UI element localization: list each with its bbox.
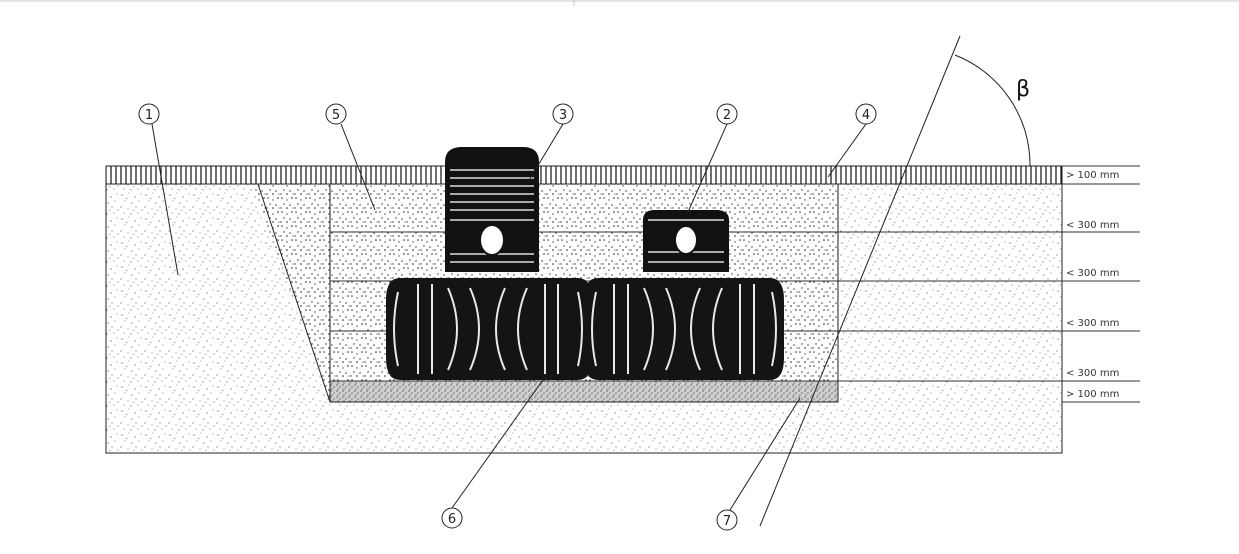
dim-layer1-label: < 300 mm <box>1066 220 1119 231</box>
dimension-labels: > 100 mm < 300 mm < 300 mm < 300 mm < 30… <box>1066 170 1119 400</box>
tank-2-body <box>584 278 784 380</box>
excavation-slope-left <box>251 165 331 403</box>
callout-7-label: 7 <box>723 514 731 529</box>
callout-4-label: 4 <box>862 108 870 123</box>
callout-numbers: 1 5 3 2 4 6 7 <box>145 108 870 529</box>
callout-1-circle <box>138 103 160 125</box>
dim-layer4-label: < 300 mm <box>1066 368 1119 379</box>
callout-2-circle <box>716 103 738 125</box>
tank-2-ribs <box>591 284 777 374</box>
leader-lines <box>151 123 867 511</box>
callout-6-circle <box>441 507 463 529</box>
tank-1-inlet <box>479 224 505 256</box>
callout-3-label: 3 <box>559 108 567 123</box>
angle-arc <box>954 54 1031 167</box>
callout-1-label: 1 <box>145 108 153 123</box>
bedding-layer <box>329 380 839 403</box>
tank-1-ribs <box>393 284 583 374</box>
callouts <box>138 103 877 531</box>
tank-1 <box>386 147 592 380</box>
callout-2-label: 2 <box>723 108 731 123</box>
callout-5-circle <box>325 103 347 125</box>
dim-bottom-label: > 100 mm <box>1066 389 1119 400</box>
callout-6-label: 6 <box>448 512 456 527</box>
callout-3-circle <box>552 103 574 125</box>
tank-2-inlet <box>674 225 698 255</box>
callout-5-label: 5 <box>332 108 340 123</box>
surface-layer <box>105 165 1063 185</box>
tank-1-body <box>386 278 592 380</box>
angle-line <box>759 35 961 527</box>
tank-2 <box>584 210 784 380</box>
callout-7-circle <box>716 509 738 531</box>
dim-layer2-label: < 300 mm <box>1066 268 1119 279</box>
angle-beta-label: β <box>1016 77 1030 102</box>
callout-4-circle <box>855 103 877 125</box>
dim-layer3-label: < 300 mm <box>1066 318 1119 329</box>
tank-1-riser-ribs <box>450 169 534 263</box>
dim-top-label: > 100 mm <box>1066 170 1119 181</box>
